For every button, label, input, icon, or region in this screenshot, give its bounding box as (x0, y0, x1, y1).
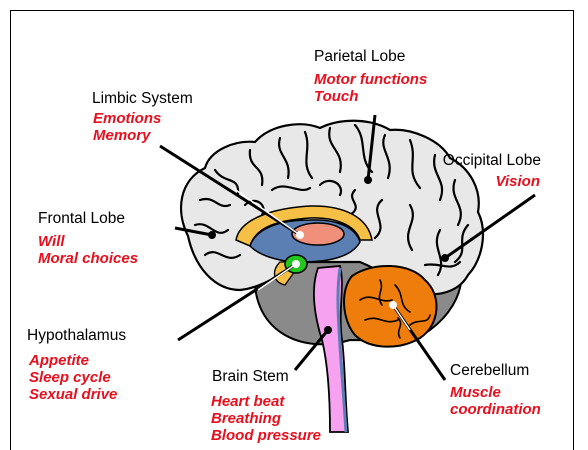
dot-parietal (364, 176, 372, 184)
dot-occipital (441, 254, 449, 262)
dot-limbic (296, 231, 304, 239)
dot-cerebellum (389, 301, 397, 309)
frontal-desc: Will Moral choices (38, 233, 138, 267)
parietal-line-1: Motor functions (314, 71, 427, 88)
dot-hypothalamus (292, 260, 300, 268)
dot-brainstem (324, 326, 332, 334)
hypothalamus-desc: Appetite Sleep cycle Sexual drive (29, 352, 117, 403)
limbic-line-1: Emotions (93, 110, 161, 127)
brainstem-line-3: Blood pressure (211, 427, 321, 444)
limbic-title: Limbic System (92, 90, 193, 108)
occipital-title: Occipital Lobe (440, 152, 541, 170)
brainstem-title: Brain Stem (212, 368, 289, 386)
limbic-desc: Emotions Memory (93, 110, 161, 144)
hypothalamus-title: Hypothalamus (27, 327, 126, 345)
cerebellum-line-1: Muscle (450, 384, 541, 401)
frontal-title: Frontal Lobe (38, 210, 125, 228)
hypothalamus-line-2: Sleep cycle (29, 369, 117, 386)
parietal-title: Parietal Lobe (314, 48, 405, 66)
cerebellum-title: Cerebellum (450, 362, 529, 380)
hypothalamus-line-1: Appetite (29, 352, 117, 369)
hypothalamus-line-3: Sexual drive (29, 386, 117, 403)
brainstem-line-2: Breathing (211, 410, 321, 427)
occipital-line-1: Vision (440, 173, 540, 190)
occipital-desc: Vision (440, 173, 540, 190)
brainstem-line-1: Heart beat (211, 393, 321, 410)
parietal-line-2: Touch (314, 88, 427, 105)
frontal-line-2: Moral choices (38, 250, 138, 267)
dot-frontal (208, 231, 216, 239)
parietal-desc: Motor functions Touch (314, 71, 427, 105)
brainstem-desc: Heart beat Breathing Blood pressure (211, 393, 321, 444)
limbic-line-2: Memory (93, 127, 161, 144)
cerebellum-line-2: coordination (450, 401, 541, 418)
cerebellum-desc: Muscle coordination (450, 384, 541, 418)
frontal-line-1: Will (38, 233, 138, 250)
